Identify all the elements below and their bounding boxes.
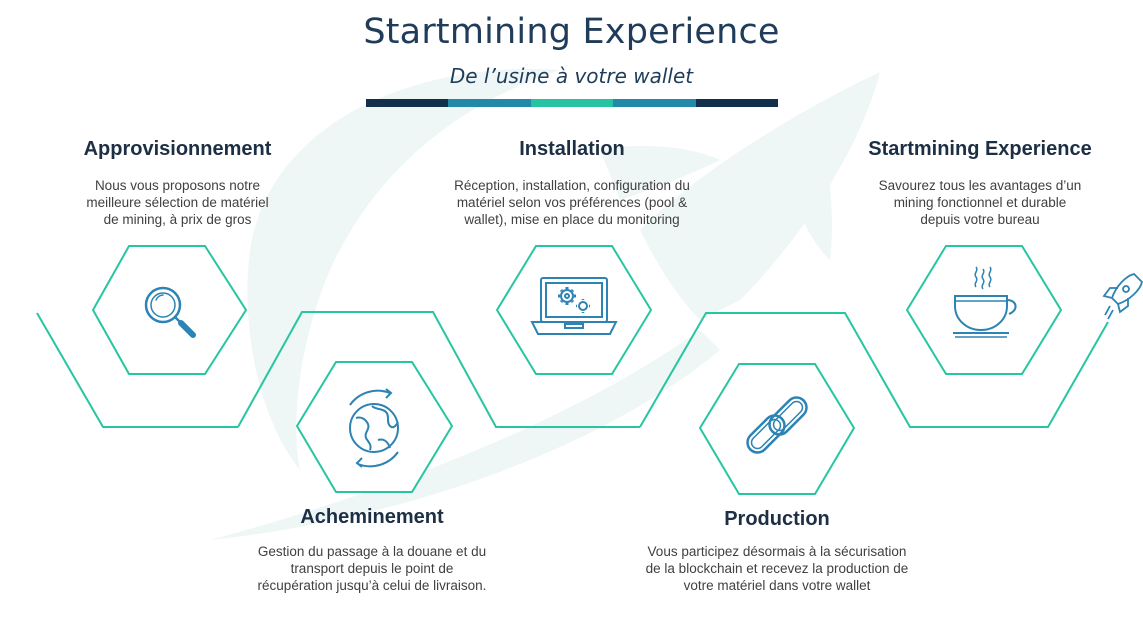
step-desc-approvisionnement: Nous vous proposons notre meilleure séle… [50, 177, 305, 228]
laptop-gears-icon [530, 277, 618, 335]
step-title-acheminement: Acheminement [300, 506, 444, 528]
desc-line: meilleure sélection de matériel [86, 195, 269, 210]
magnifier-icon [144, 286, 196, 338]
hexagon-acheminement [295, 361, 454, 493]
color-bar-segment [613, 99, 696, 107]
color-bar-segment [448, 99, 531, 107]
desc-line: transport depuis le point de [290, 561, 454, 576]
rocket-icon [1102, 273, 1143, 320]
step-title-experience: Startmining Experience [868, 138, 1092, 160]
hexagon-production [698, 363, 856, 495]
globe-icon [349, 388, 399, 468]
hexagon-approvisionnement [91, 245, 248, 375]
step-desc-production: Vous participez désormais à la sécurisat… [622, 543, 932, 594]
hexagon-installation [495, 245, 653, 375]
desc-line: de mining, à prix de gros [103, 212, 252, 227]
step-title-installation: Installation [519, 138, 625, 160]
desc-line: Gestion du passage à la douane et du [257, 544, 487, 559]
color-bar-segment [530, 99, 614, 107]
coffee-cup-icon [953, 266, 1017, 338]
step-desc-experience: Savourez tous les avantages d’un mining … [850, 177, 1110, 228]
page-subtitle: De l’usine à votre wallet [449, 64, 694, 88]
connector-path [36, 311, 1109, 428]
step-title-approvisionnement: Approvisionnement [83, 138, 272, 160]
step-title-production: Production [724, 508, 830, 530]
desc-line: Savourez tous les avantages d’un [878, 178, 1082, 193]
step-desc-installation: Réception, installation, configuration d… [422, 177, 722, 228]
hexagon-experience [905, 245, 1063, 375]
desc-line: récupération jusqu’à celui de livraison. [257, 578, 487, 593]
page-title: Startmining Experience [363, 12, 780, 52]
desc-line: Réception, installation, configuration d… [454, 178, 690, 193]
color-bar-segment [695, 99, 779, 107]
desc-line: Nous vous proposons notre [94, 178, 261, 193]
desc-line: Vous participez désormais à la sécurisat… [647, 544, 907, 559]
desc-line: matériel selon vos préférences (pool & [456, 195, 688, 210]
step-desc-acheminement: Gestion du passage à la douane et du tra… [232, 543, 512, 594]
rocket-watermark [210, 68, 880, 540]
desc-line: mining fonctionnel et durable [893, 195, 1067, 210]
color-bar-segment [366, 99, 449, 107]
chain-link-icon [746, 396, 808, 454]
desc-line: wallet), mise en place du monitoring [464, 212, 680, 227]
desc-line: votre matériel dans votre wallet [683, 578, 871, 593]
color-bar [366, 99, 779, 107]
desc-line: de la blockchain et recevez la productio… [645, 561, 909, 576]
desc-line: depuis votre bureau [920, 212, 1040, 227]
